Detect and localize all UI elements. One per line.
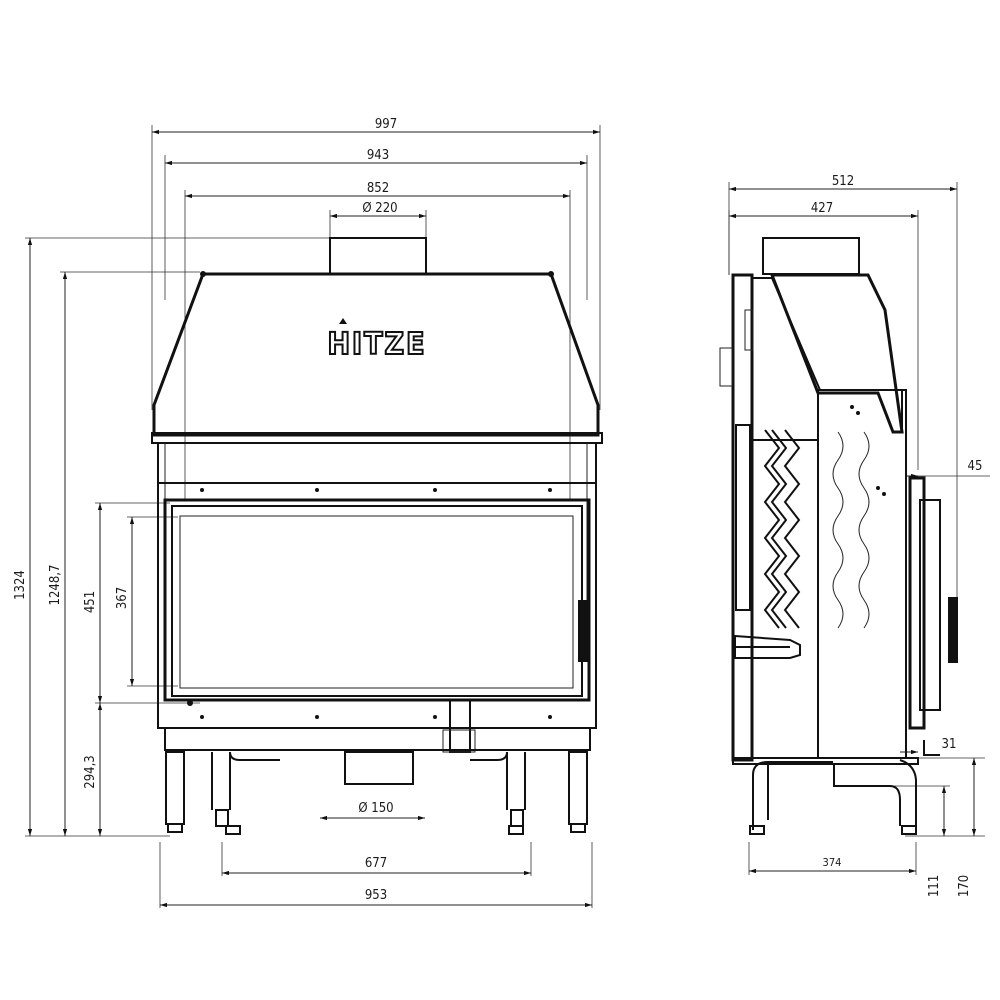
dim-427: 427 xyxy=(811,201,833,216)
dim-367: 367 xyxy=(115,587,130,609)
dim-31: 31 xyxy=(942,737,957,752)
logo-text: HITZE xyxy=(327,327,426,362)
base-legs xyxy=(164,727,591,835)
side-flue-collar xyxy=(762,237,860,275)
heat-exchanger-waves xyxy=(763,405,886,629)
dim-45: 45 xyxy=(968,459,983,474)
dim-air-inlet-diameter: Ø 150 xyxy=(358,801,393,816)
dim-1248-7: 1248,7 xyxy=(48,565,63,606)
dim-374: 374 xyxy=(823,856,842,869)
dim-953: 953 xyxy=(365,888,387,903)
side-view: 512 427 45 31 374 111 170 xyxy=(719,174,990,897)
hood xyxy=(151,271,603,444)
front-dimension-lines xyxy=(27,129,600,908)
dim-451: 451 xyxy=(83,591,98,613)
dim-294-3: 294,3 xyxy=(83,755,98,788)
front-dimension-labels: 997 943 852 Ø 220 1324 1248,7 451 367 29… xyxy=(13,117,398,903)
dim-111: 111 xyxy=(927,875,942,897)
hitze-logo: HITZE xyxy=(326,318,426,363)
flue-collar xyxy=(329,237,427,275)
dim-852: 852 xyxy=(367,181,389,196)
dim-512: 512 xyxy=(832,174,854,189)
dim-677: 677 xyxy=(365,856,387,871)
side-dimension-lines xyxy=(729,186,977,874)
dim-1324: 1324 xyxy=(13,570,28,600)
firebox-body xyxy=(157,443,597,753)
side-base-legs xyxy=(732,757,919,835)
dim-flue-diameter: Ø 220 xyxy=(362,201,397,216)
dim-997: 997 xyxy=(375,117,397,132)
side-door xyxy=(908,476,958,756)
dim-943: 943 xyxy=(367,148,389,163)
front-view: HITZE xyxy=(13,117,603,908)
side-body xyxy=(719,273,907,762)
dim-170: 170 xyxy=(957,875,972,897)
front-extension-lines xyxy=(25,125,601,908)
side-dimension-labels: 512 427 45 31 374 111 170 xyxy=(811,174,983,897)
